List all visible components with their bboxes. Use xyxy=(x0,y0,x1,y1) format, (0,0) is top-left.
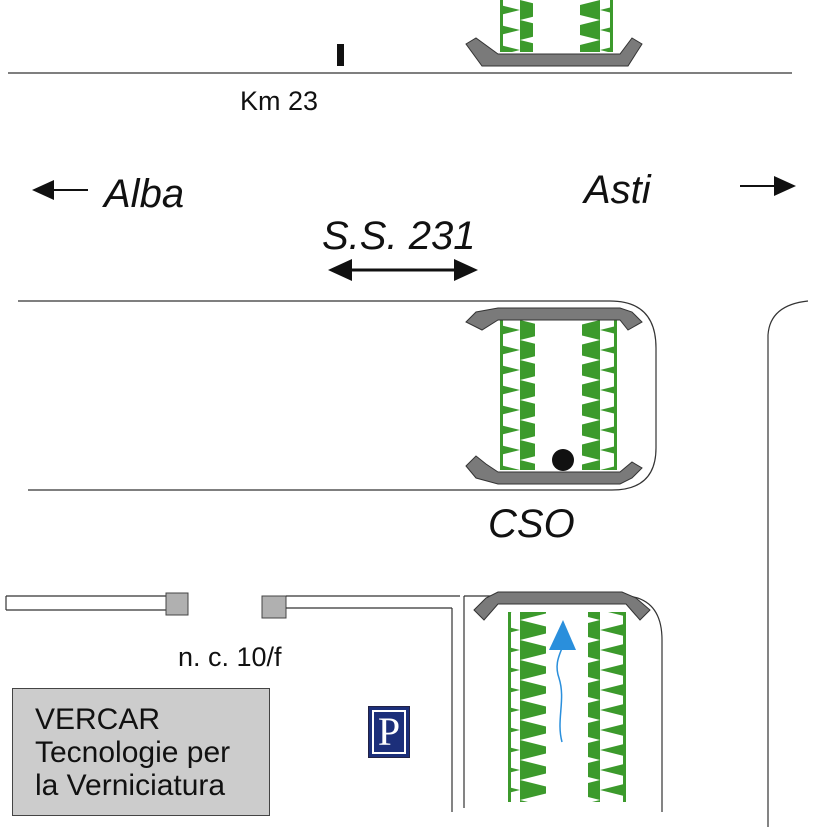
road-edge-middle xyxy=(18,300,657,491)
parking-symbol: P xyxy=(371,710,407,754)
city-east-label: Asti xyxy=(584,168,651,212)
hedge-block-middle xyxy=(465,307,643,485)
side-road-left xyxy=(5,592,460,812)
company-tagline-2: la Verniciatura xyxy=(35,769,226,802)
km-marker-label: Km 23 xyxy=(240,86,319,116)
road-edge-east xyxy=(767,300,809,827)
company-name: VERCAR xyxy=(35,703,161,736)
company-box: VERCAR Tecnologie per la Verniciatura xyxy=(12,688,270,816)
company-tagline-1: Tecnologie per xyxy=(35,736,231,769)
parking-icon: P xyxy=(368,706,410,758)
hedge-block-top xyxy=(465,0,643,67)
route-arrow-icon xyxy=(549,620,576,743)
hedge-block-bottom xyxy=(473,591,651,802)
roundabout-label: CSO xyxy=(488,502,575,546)
road-name-label: S.S. 231 xyxy=(322,214,476,258)
location-marker-icon xyxy=(552,449,574,471)
arrow-two-way-icon xyxy=(328,259,478,281)
arrow-east-icon xyxy=(740,176,796,196)
arrow-west-icon xyxy=(32,180,88,200)
city-west-label: Alba xyxy=(104,172,185,216)
house-number-label: n. c. 10/f xyxy=(178,642,282,672)
km-marker-post xyxy=(337,44,344,66)
